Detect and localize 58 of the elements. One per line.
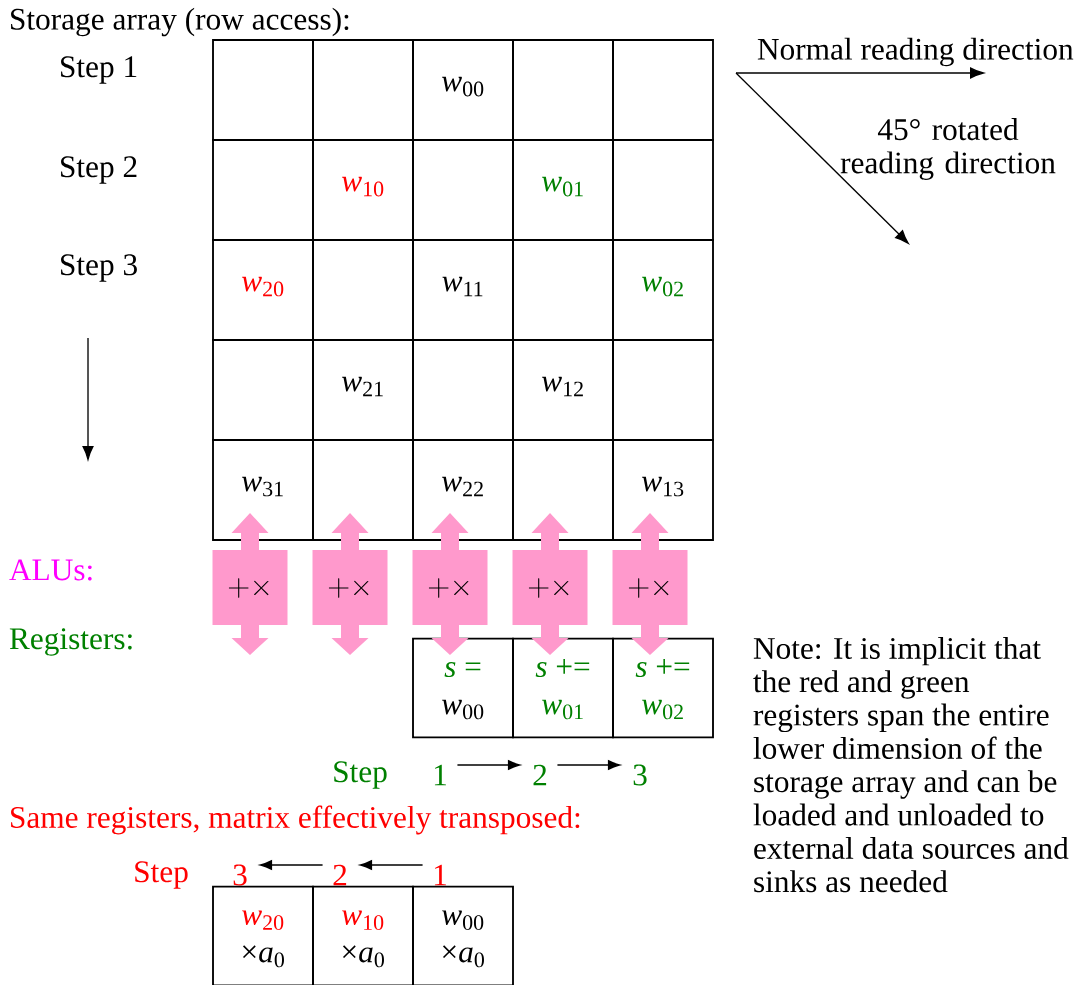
step-label: Step 3 bbox=[61, 254, 137, 282]
register-cell: w$_{20}$ ×a$_{0}$ bbox=[212, 885, 314, 985]
grid-cell bbox=[512, 439, 614, 541]
grid-cell: w$_{00}$ bbox=[412, 39, 514, 141]
grid-cell bbox=[412, 339, 514, 441]
caption-text: Same registers, matrix effectively transposed: bbox=[11, 805, 580, 835]
title-text: Storage array (row access): bbox=[11, 7, 349, 37]
grid-cell bbox=[612, 139, 714, 241]
grid-cell: w$_{11}$ bbox=[412, 239, 514, 341]
grid-cell bbox=[212, 39, 314, 141]
arrow bbox=[360, 860, 424, 870]
grid-cell: w$_{01}$ bbox=[512, 139, 614, 241]
step-label: Step 2 bbox=[61, 156, 137, 184]
grid-cell bbox=[212, 139, 314, 241]
step-number: 1 bbox=[434, 764, 446, 786]
step-number: 3 bbox=[633, 764, 647, 786]
row-label: Registers: bbox=[9, 628, 132, 656]
row-label: ALUs: bbox=[9, 559, 92, 581]
grid-cell bbox=[312, 439, 414, 541]
register-cell: w$_{00}$ ×a$_{0}$ bbox=[412, 885, 514, 985]
grid-cell: w$_{22}$ bbox=[412, 439, 514, 541]
grid-cell bbox=[312, 39, 414, 141]
direction-label: 45° rotated reading direction bbox=[840, 118, 1056, 180]
arrow bbox=[456, 760, 520, 770]
register-cell: s = w$_{00}$ bbox=[412, 637, 514, 739]
alu-block: +× bbox=[212, 513, 288, 655]
step-number: 2 bbox=[333, 864, 347, 886]
grid-cell: w$_{20}$ bbox=[212, 239, 314, 341]
grid-cell bbox=[412, 139, 514, 241]
register-cell: s += w$_{02}$ bbox=[612, 637, 714, 739]
grid-cell bbox=[512, 39, 614, 141]
grid-cell: w$_{02}$ bbox=[612, 239, 714, 341]
grid-cell bbox=[612, 39, 714, 141]
step-label: Step bbox=[135, 861, 188, 889]
grid-cell: w$_{21}$ bbox=[312, 339, 414, 441]
step-number: 2 bbox=[533, 764, 547, 786]
alu-block: +× bbox=[412, 513, 488, 655]
grid-cell bbox=[512, 239, 614, 341]
arrow bbox=[260, 860, 324, 870]
grid-cell bbox=[612, 339, 714, 441]
step-label: Step 1 bbox=[61, 56, 137, 84]
grid-cell: w$_{31}$ bbox=[212, 439, 314, 541]
alu-block: +× bbox=[612, 513, 688, 655]
grid-cell: w$_{10}$ bbox=[312, 139, 414, 241]
direction-label: Normal reading direction bbox=[757, 37, 1074, 67]
grid-cell bbox=[312, 239, 414, 341]
step-number: 3 bbox=[233, 864, 247, 886]
register-cell: w$_{10}$ ×a$_{0}$ bbox=[312, 885, 414, 985]
grid-cell bbox=[212, 339, 314, 441]
grid-cell: w$_{12}$ bbox=[512, 339, 614, 441]
arrow bbox=[556, 760, 620, 770]
alu-block: +× bbox=[312, 513, 388, 655]
step-number: 1 bbox=[434, 864, 446, 886]
alu-block: +× bbox=[512, 513, 588, 655]
note-text: Note: It is implicit that the red and green registers span the entire lower dimension of the storage array and can be loaded and unloaded to external data sources and sinks as needed bbox=[753, 636, 1069, 893]
register-cell: s += w$_{01}$ bbox=[512, 637, 614, 739]
grid-cell: w$_{13}$ bbox=[612, 439, 714, 541]
step-label: Step bbox=[334, 761, 387, 789]
